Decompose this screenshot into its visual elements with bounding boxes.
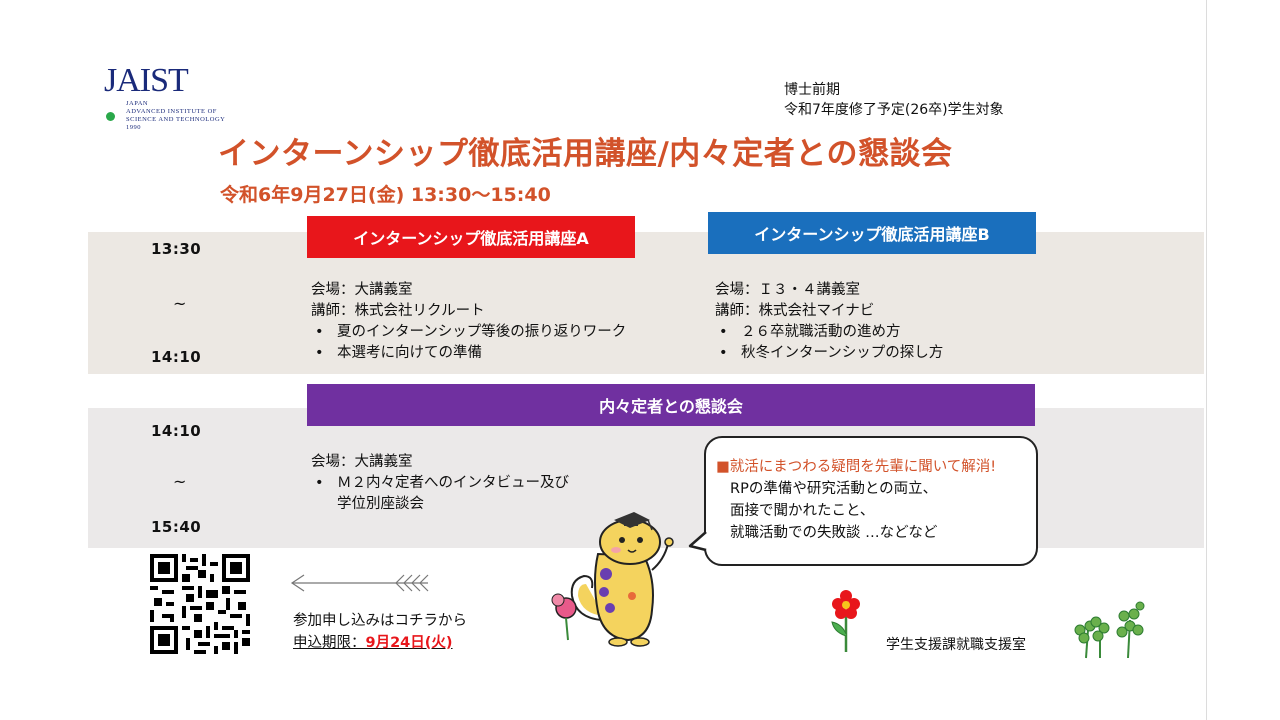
- course-b-lecturer: 講師：株式会社マイナビ: [715, 303, 875, 319]
- target-line-2: 令和7年度修了予定(26卒)学生対象: [784, 102, 1004, 118]
- logo-tagline: JAPAN ADVANCED INSTITUTE OF SCIENCE AND …: [126, 100, 226, 131]
- apply-deadline: 申込期限：9月24日(火): [293, 632, 467, 654]
- apply-info: 参加申し込みはコチラから 申込期限：9月24日(火): [293, 610, 467, 654]
- course-a-venue: 会場：大講義室: [311, 282, 413, 298]
- meetup-venue: 会場：大講義室: [311, 454, 413, 470]
- course-b-list: ２６卒就職活動の進め方 秋冬インターンシップの探し方: [715, 322, 1095, 364]
- course-a-list: 夏のインターンシップ等後の振り返りワーク 本選考に向けての準備: [311, 322, 691, 364]
- course-a-header: インターンシップ徹底活用講座A: [307, 216, 635, 258]
- jaist-logo: JAIST JAPAN ADVANCED INSTITUTE OF SCIENC…: [104, 62, 234, 132]
- bubble-line-2: 面接で聞かれたこと、: [730, 503, 875, 519]
- speech-bubble: [704, 436, 1038, 566]
- bubble-text: ■就活にまつわる疑問を先輩に聞いて解消! RPの準備や研究活動との両立、 面接で…: [716, 456, 996, 544]
- session-2-separator: ~: [173, 472, 187, 491]
- bubble-line-1: RPの準備や研究活動との両立、: [730, 481, 938, 497]
- course-b-header: インターンシップ徹底活用講座B: [708, 212, 1036, 254]
- list-item: 本選考に向けての準備: [311, 343, 691, 364]
- flower-icon: [831, 590, 860, 652]
- department-name: 学生支援課就職支援室: [886, 637, 1026, 653]
- list-item: 夏のインターンシップ等後の振り返りワーク: [311, 322, 691, 343]
- meetup-list: Ｍ２内々定者へのインタビュー及び: [311, 473, 691, 494]
- course-a-lecturer: 講師：株式会社リクルート: [311, 303, 485, 319]
- bubble-headline: ■就活にまつわる疑問を先輩に聞いて解消!: [716, 459, 997, 475]
- page-title: インターンシップ徹底活用講座/内々定者との懇談会: [218, 136, 953, 172]
- meetup-header: 内々定者との懇談会: [307, 384, 1035, 426]
- list-item: ２６卒就職活動の進め方: [715, 322, 1095, 343]
- logo-wordmark: JAIST: [104, 62, 189, 99]
- arrow-left-icon: [290, 574, 429, 592]
- apply-text: 参加申し込みはコチラから: [293, 613, 467, 629]
- target-audience: 博士前期 令和7年度修了予定(26卒)学生対象: [784, 80, 1004, 120]
- course-a-details: 会場：大講義室 講師：株式会社リクルート 夏のインターンシップ等後の振り返りワー…: [311, 280, 691, 364]
- list-item: 秋冬インターンシップの探し方: [715, 343, 1095, 364]
- meetup-details: 会場：大講義室 Ｍ２内々定者へのインタビュー及び 学位別座談会: [311, 452, 691, 515]
- list-item-continuation: 学位別座談会: [337, 496, 424, 512]
- qr-code-icon[interactable]: [150, 554, 250, 654]
- logo-dot-icon: [106, 112, 115, 121]
- deadline-value: 9月24日(火): [365, 635, 453, 651]
- event-date: 令和6年9月27日(金) 13:30～15:40: [220, 184, 551, 206]
- target-line-1: 博士前期: [784, 82, 840, 98]
- deadline-label: 申込期限：: [293, 635, 366, 651]
- page-edge: [1206, 0, 1207, 720]
- session-2-end-time: 15:40: [151, 518, 202, 536]
- bubble-line-3: 就職活動での失敗談 …などなど: [730, 525, 938, 541]
- session-1-separator: ~: [173, 294, 187, 313]
- salamander-mascot-icon: [551, 512, 674, 647]
- course-b-details: 会場：Ｉ３・４講義室 講師：株式会社マイナビ ２６卒就職活動の進め方 秋冬インタ…: [715, 280, 1095, 364]
- list-item: Ｍ２内々定者へのインタビュー及び: [311, 473, 691, 494]
- speech-bubble-tail: [688, 531, 707, 552]
- session-2-start-time: 14:10: [151, 422, 202, 440]
- sprouts-icon: [1074, 601, 1145, 659]
- session-1-start-time: 13:30: [151, 240, 202, 258]
- course-b-venue: 会場：Ｉ３・４講義室: [715, 282, 860, 298]
- session-1-end-time: 14:10: [151, 348, 202, 366]
